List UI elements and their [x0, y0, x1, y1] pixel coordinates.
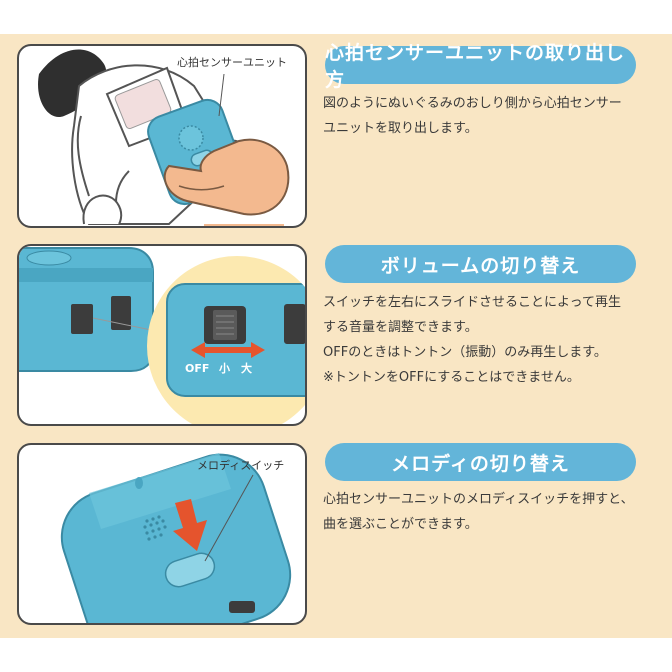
description-sensor-removal: 図のようにぬいぐるみのおしり側から心拍センサー ユニットを取り出します。	[323, 91, 663, 141]
description-line: OFFのときはトントン（振動）のみ再生します。	[323, 345, 607, 360]
description-line: スイッチを左右にスライドさせることによって再生	[323, 295, 621, 310]
sensor-unit-callout: 心拍センサーユニット	[177, 55, 287, 69]
illustration-melody-switch: メロディスイッチ	[17, 443, 307, 625]
volume-small-label: 小	[218, 361, 230, 375]
speaker-grille	[143, 515, 167, 541]
description-volume: スイッチを左右にスライドさせることによって再生 する音量を調整できます。 OFF…	[323, 290, 663, 390]
illustration-sensor-removal: 心拍センサーユニット	[17, 44, 307, 228]
description-line: 曲を選ぶことができます。	[323, 517, 478, 532]
volume-large-label: 大	[241, 361, 252, 375]
volume-off-label: OFF	[185, 362, 209, 375]
melody-switch-callout: メロディスイッチ	[197, 458, 284, 472]
description-line: 図のようにぬいぐるみのおしり側から心拍センサー	[323, 96, 622, 111]
description-line: 心拍センサーユニットのメロディスイッチを押すと、	[323, 492, 634, 507]
section-title-melody: メロディの切り替え	[325, 443, 636, 481]
description-line: ユニットを取り出します。	[323, 121, 478, 136]
section-title-volume: ボリュームの切り替え	[325, 245, 636, 283]
description-line: する音量を調整できます。	[323, 320, 478, 335]
illustration-volume-switch: OFF 小 大	[17, 244, 307, 426]
description-melody: 心拍センサーユニットのメロディスイッチを押すと、 曲を選ぶことができます。	[323, 487, 663, 537]
description-line: ※トントンをOFFにすることはできません。	[323, 370, 580, 385]
section-title-sensor-removal: 心拍センサーユニットの取り出し方	[325, 42, 636, 91]
